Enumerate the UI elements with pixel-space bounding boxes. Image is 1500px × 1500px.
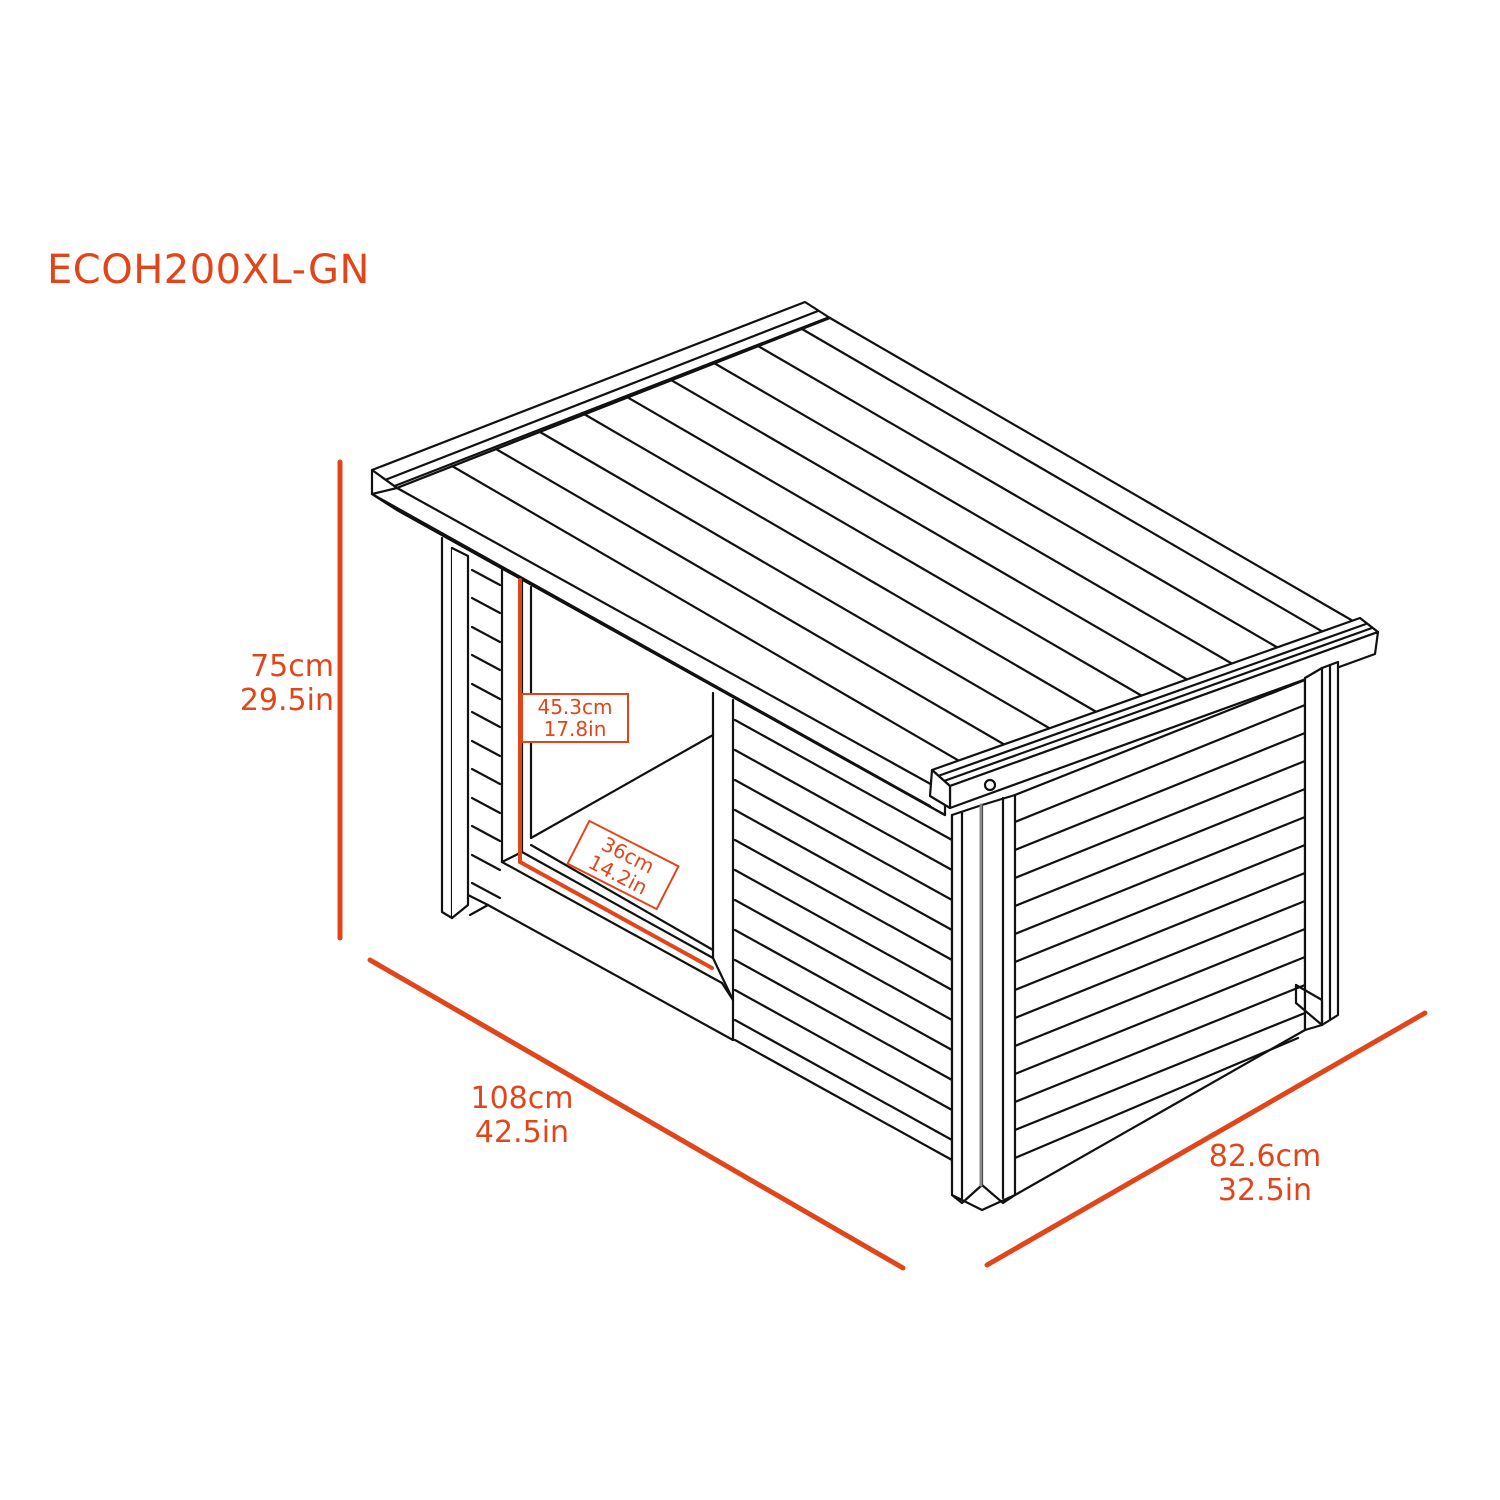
depth-cm: 82.6cm (1208, 1139, 1322, 1174)
depth-dimension-line (984, 1010, 1428, 1268)
left-wall (440, 536, 502, 920)
height-in: 29.5in (239, 683, 334, 718)
front-wall-slats (733, 718, 954, 1162)
left-wall-slats (470, 568, 502, 900)
roof-back-trim (370, 300, 832, 512)
dimension-lines (337, 459, 1428, 1271)
width-cm: 108cm (470, 1081, 574, 1116)
front-corner-post (950, 793, 1017, 1212)
right-wall-slats (1013, 703, 1307, 1160)
roof-surface (395, 316, 1374, 802)
door-height-label: 45.3cm 17.8in (521, 693, 629, 743)
roof-left-fascia (370, 486, 947, 817)
roof-front-trim (928, 616, 1380, 810)
width-dimension-label: 108cm 42.5in (462, 1082, 582, 1150)
depth-dimension-label: 82.6cm 32.5in (1200, 1140, 1330, 1208)
height-dimension-label: 75cm 29.5in (214, 650, 334, 718)
right-wall (1013, 660, 1340, 1197)
door-height-in: 17.8in (543, 717, 607, 741)
width-in: 42.5in (474, 1115, 570, 1150)
height-cm: 75cm (250, 649, 334, 684)
depth-in: 32.5in (1217, 1173, 1313, 1208)
door-width-line (518, 860, 714, 970)
model-number-title: ECOH200XL-GN (47, 247, 370, 293)
width-dimension-line (367, 957, 906, 1271)
door-height-cm: 45.3cm (537, 695, 613, 719)
